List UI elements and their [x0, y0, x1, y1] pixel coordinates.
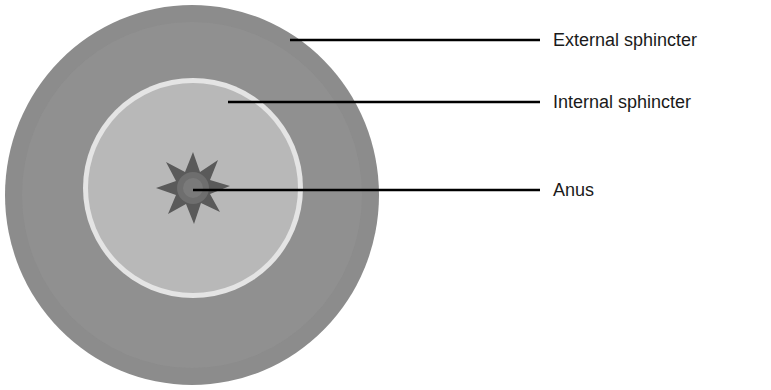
- anal-canal-center: [183, 178, 203, 198]
- external-sphincter-shade: [22, 22, 362, 368]
- leader-line: [290, 39, 540, 42]
- leader-line: [193, 189, 540, 192]
- internal-sphincter-ring: [88, 83, 298, 293]
- part-label: External sphincter: [553, 29, 697, 51]
- boundary-ring: [83, 78, 303, 298]
- part-label: Internal sphincter: [553, 91, 691, 113]
- part-label: Anus: [553, 179, 594, 201]
- external-sphincter-ring: [5, 5, 379, 385]
- anal-canal: [177, 172, 209, 204]
- mucosal-folds: [156, 152, 230, 224]
- leader-line: [228, 101, 540, 104]
